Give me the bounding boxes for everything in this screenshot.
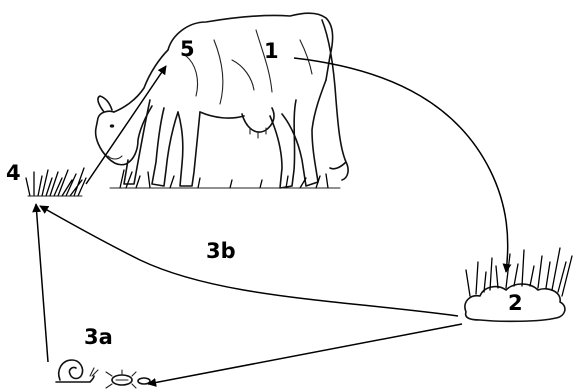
dung-grass [465, 247, 573, 297]
cow-illustration [94, 12, 349, 189]
snail-icon [57, 359, 84, 381]
label-3b: 3b [206, 239, 236, 263]
dung-pat-outline [464, 283, 566, 323]
arrow-3a-to-4 [32, 203, 49, 363]
cow-body-outline [113, 12, 334, 113]
arrow-2-to-3a [147, 323, 463, 387]
label-2: 2 [508, 291, 523, 315]
cow-head [94, 105, 153, 166]
grass-tuft [25, 167, 87, 197]
cow-eye [109, 124, 115, 128]
flow-arrows [32, 57, 512, 387]
cow-udder [241, 107, 275, 133]
cow-tail [321, 19, 349, 181]
arrow-4-to-5 [85, 65, 167, 185]
label-3a: 3a [84, 325, 113, 349]
cow-hind-leg [281, 79, 327, 187]
label-1: 1 [264, 39, 279, 63]
dung-pat [464, 247, 573, 323]
cow-front-legs [151, 107, 201, 187]
arrow-2-to-4 [39, 205, 459, 317]
snail-and-beetle [55, 359, 151, 389]
label-5: 5 [180, 37, 195, 61]
label-4: 4 [6, 161, 21, 185]
arrow-1-to-2 [293, 57, 512, 273]
grass-under-cow [119, 169, 329, 189]
